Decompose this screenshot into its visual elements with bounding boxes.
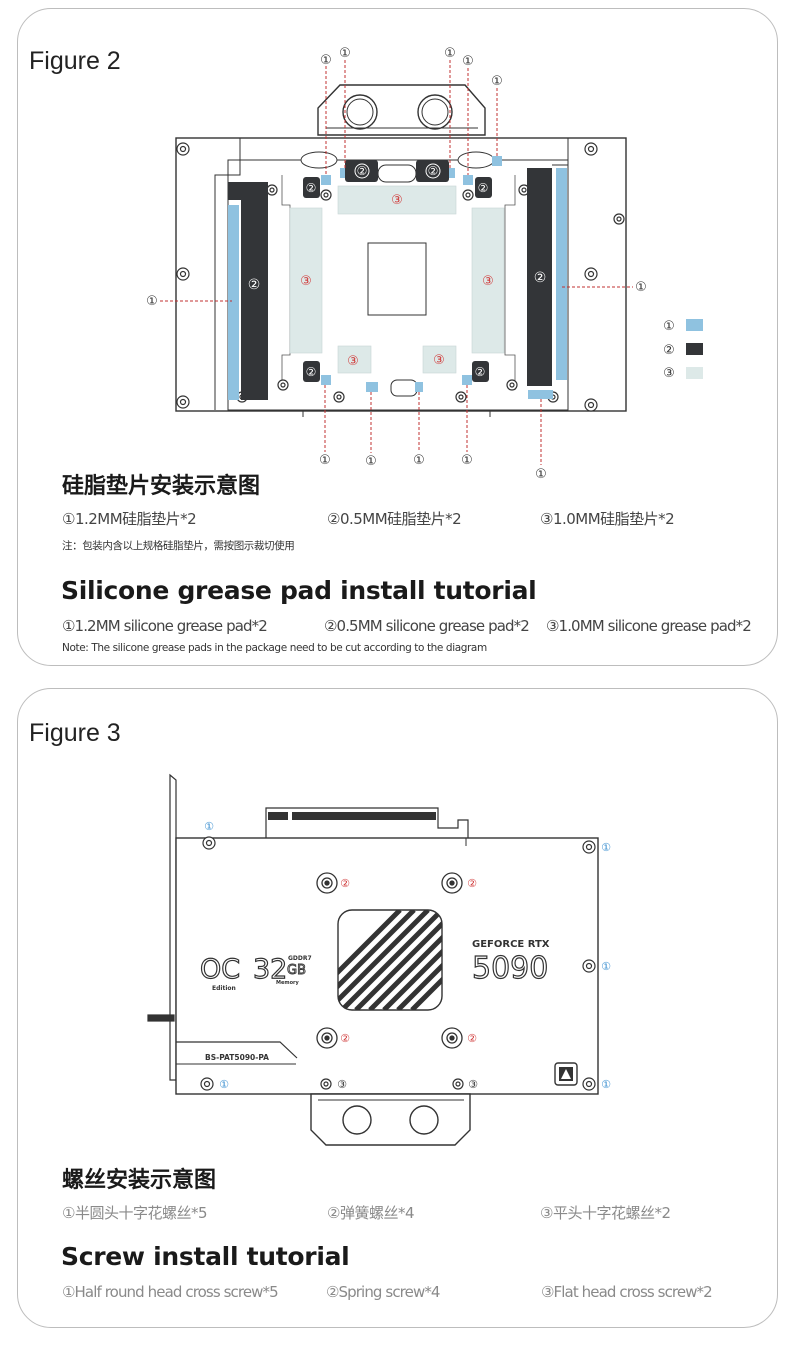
pad-1-blue [228,156,567,400]
pad-item-cn-1: ①1.2MM硅脂垫片*2 [62,510,197,528]
svg-text:③: ③ [433,353,445,368]
svg-text:①: ① [601,841,611,854]
svg-text:②: ② [475,365,486,379]
svg-text:②: ② [467,877,477,890]
mem-size-text: 32 [253,954,287,985]
pcie-connector [265,807,469,838]
model-text: 5090 [472,951,548,986]
io-bracket [147,773,177,1081]
pad-1-leader-lines [160,60,633,465]
svg-text:①: ① [146,294,158,309]
pad-1-callouts: ① ① ① ① ① ① ① ① ① ① ① ① [146,46,647,482]
svg-text:①: ① [339,46,351,61]
svg-text:③: ③ [468,1078,478,1091]
screw-item-cn-1: ①半圆头十字花螺丝*5 [62,1204,208,1222]
screw-callouts-1: ① ① ① ① ① [204,820,611,1091]
svg-text:①: ① [535,467,547,482]
svg-text:③: ③ [391,193,403,208]
figure-3-diagram: OC Edition 32 GDDR7 GB Memory GEFORCE RT… [147,773,611,1146]
oc-text: OC [200,954,240,985]
figure-2-label: Figure 2 [29,47,121,75]
figure-2-diagram: ② ② ② ② ② ② ② ② ③ ③ ③ ③ ③ ① ① ① ① ① ① [146,46,703,482]
water-block-bottom [310,1093,471,1146]
mem-unit-text: GB [287,963,306,978]
memory-text: Memory [276,980,299,986]
figure-3-label: Figure 3 [29,719,121,747]
svg-text:③: ③ [337,1078,347,1091]
screws-type-1 [200,836,596,1091]
svg-text:①: ① [320,53,332,68]
mem-type-text: GDDR7 [288,955,312,962]
svg-text:③: ③ [482,274,494,289]
svg-text:①: ① [461,453,473,468]
figure-3-card: Figure 3 [17,688,778,1328]
pad-2-dark [228,160,552,400]
screws-type-3 [320,1078,464,1090]
svg-text:②: ② [248,277,261,293]
screws-type-2 [316,872,463,1049]
svg-text:①: ① [319,453,331,468]
screw-item-cn-2: ②弹簧螺丝*4 [327,1204,415,1222]
svg-text:①: ① [635,280,647,295]
svg-text:①: ① [491,74,503,89]
legend-swatch-2 [686,343,703,355]
svg-text:②: ② [534,270,547,286]
screw-title-en: Screw install tutorial [61,1242,350,1271]
legend-swatch-3 [686,367,703,379]
part-number-text: BS-PAT5090-PA [205,1053,269,1062]
screw-item-cn-3: ③平头十字花螺丝*2 [540,1204,671,1222]
pad-item-cn-2: ②0.5MM硅脂垫片*2 [327,510,462,528]
svg-text:①: ① [601,1078,611,1091]
svg-text:③: ③ [300,274,312,289]
svg-text:②: ② [357,164,368,178]
brand-text: GEFORCE RTX [472,939,550,950]
card-printed-text: OC Edition 32 GDDR7 GB Memory GEFORCE RT… [199,939,550,1062]
svg-text:①: ① [413,453,425,468]
svg-text:②: ② [663,343,675,358]
pad-item-cn-3: ③1.0MM硅脂垫片*2 [540,510,675,528]
pad-legend: ① ② ③ [663,319,703,381]
pad-item-en-1: ①1.2MM silicone grease pad*2 [62,617,268,635]
screw-callouts-2: ② ② ② ② [340,877,477,1045]
pad-2-inline-labels: ② ② ② ② ② ② ② ② [248,163,547,379]
svg-text:①: ① [365,454,377,469]
svg-text:①: ① [444,46,456,61]
screw-title-cn: 螺丝安装示意图 [62,1168,217,1193]
svg-text:①: ① [601,960,611,973]
svg-text:②: ② [478,181,489,195]
brand-logo-mark [554,1062,578,1086]
edition-text: Edition [212,985,236,992]
screw-item-en-3: ③Flat head cross screw*2 [541,1283,713,1301]
legend-swatch-1 [686,319,703,331]
svg-text:②: ② [306,365,317,379]
pad-item-en-3: ③1.0MM silicone grease pad*2 [546,617,752,635]
pad-3-inline-labels: ③ ③ ③ ③ ③ [300,193,494,369]
svg-text:③: ③ [347,354,359,369]
vent-grille [337,909,443,1011]
svg-text:②: ② [340,1032,350,1045]
pad-title-en: Silicone grease pad install tutorial [61,576,537,605]
svg-text:①: ① [219,1078,229,1091]
pad-title-cn: 硅脂垫片安装示意图 [62,474,261,499]
pad-note-en: Note: The silicone grease pads in the pa… [62,642,487,654]
svg-text:②: ② [467,1032,477,1045]
svg-text:②: ② [428,164,439,178]
pad-item-en-2: ②0.5MM silicone grease pad*2 [324,617,530,635]
pad-3-pale [289,185,505,374]
pad-note-cn: 注：包装内含以上规格硅脂垫片，需按图示裁切使用 [62,540,295,552]
svg-text:②: ② [306,181,317,195]
screw-callouts-3: ③ ③ [337,1078,478,1091]
svg-text:①: ① [204,820,214,833]
screw-item-en-2: ②Spring screw*4 [326,1283,440,1301]
water-block-top [317,84,486,136]
svg-text:①: ① [663,319,675,334]
screw-item-en-1: ①Half round head cross screw*5 [62,1283,279,1301]
svg-text:①: ① [462,54,474,69]
svg-text:③: ③ [663,366,675,381]
svg-text:②: ② [340,877,350,890]
screw-holes [176,142,625,412]
